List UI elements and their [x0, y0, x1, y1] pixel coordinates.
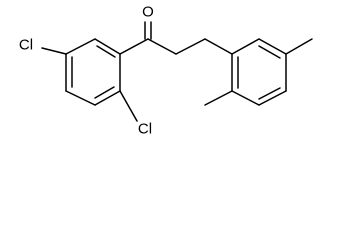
ring-a-double-1 [96, 45, 116, 58]
oxygen-label: O [142, 4, 154, 21]
chain-bond-3 [204, 38, 233, 55]
ring-b-bond-1 [231, 38, 260, 55]
methyl-bond-right [285, 38, 313, 55]
chlorine-label-left: Cl [19, 37, 33, 54]
methyl-bond-bottom [204, 90, 233, 106]
ring-a-double-2 [94, 86, 115, 99]
dimethylphenyl-ring [231, 38, 287, 106]
ring-b-bond-5 [231, 90, 260, 106]
ring-b-double-2 [258, 87, 281, 100]
ring-b-bond-4 [258, 90, 287, 106]
chemical-structure-diagram: Cl Cl O [19, 4, 313, 138]
cl-bond-bottom [119, 90, 138, 122]
chain-bond-2 [175, 38, 206, 55]
dichlorophenyl-ring [65, 38, 121, 106]
ring-a-bond-3 [94, 90, 121, 106]
ring-to-carbonyl-bond [119, 38, 149, 55]
ring-a-bond-4 [65, 90, 96, 106]
chlorine-label-bottom: Cl [138, 121, 152, 138]
ring-a-bond-1 [94, 38, 121, 55]
ring-b-double-1 [258, 45, 281, 59]
ring-b-bond-2 [258, 38, 287, 55]
cl-bond-left [41, 47, 67, 55]
ring-a-bond-6 [65, 38, 96, 55]
chain-bond-1 [147, 38, 177, 55]
